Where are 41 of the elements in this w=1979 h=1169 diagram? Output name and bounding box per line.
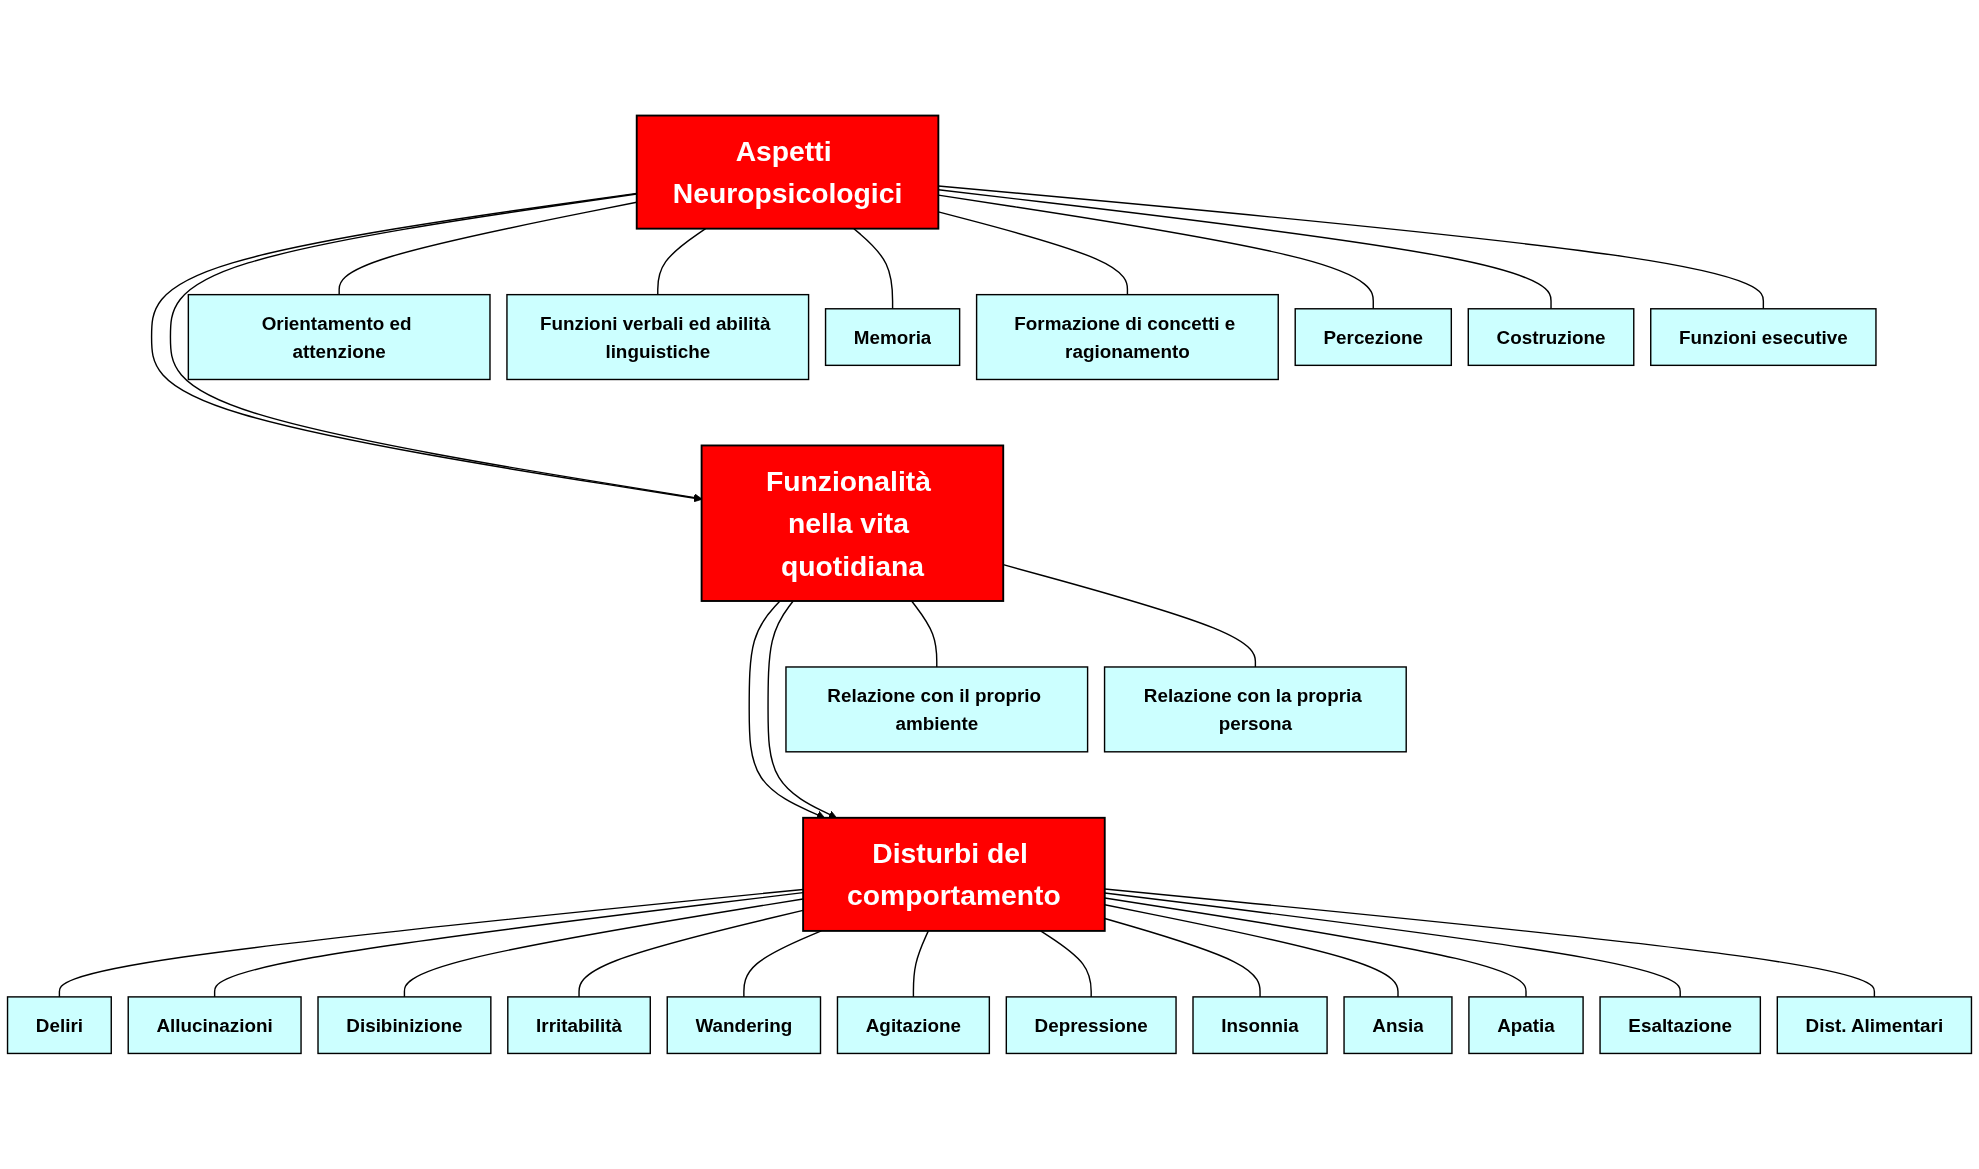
connector: [58, 888, 804, 998]
connector: [1104, 917, 1261, 998]
connector: [912, 930, 930, 998]
node-box: Aspetti Neuropsicologici: [635, 114, 940, 230]
node-box: Allucinazioni: [127, 996, 302, 1055]
node-box: Relazione con la propria persona: [1103, 666, 1407, 753]
connector: [657, 227, 707, 296]
node-box: Dist. Alimentari: [1776, 996, 1973, 1055]
node-box: Orientamento ed attenzione: [187, 293, 491, 381]
connector: [910, 600, 938, 668]
connector: [1104, 892, 1681, 998]
connector: [578, 909, 804, 998]
connector: [1104, 897, 1527, 998]
connector: [743, 930, 822, 998]
connector: [213, 891, 804, 998]
arrow: [767, 600, 837, 819]
node-box: Apatia: [1468, 996, 1584, 1055]
node-box: Esaltazione: [1599, 996, 1762, 1055]
node-box: Costruzione: [1467, 308, 1635, 367]
node-box: Insonnia: [1192, 996, 1328, 1055]
node-box: Irritabilità: [507, 996, 651, 1055]
node-box: Agitazione: [836, 996, 991, 1055]
connector: [403, 898, 804, 998]
node-box: Deliri: [6, 996, 112, 1055]
node-box: Relazione con il proprio ambiente: [785, 666, 1089, 753]
node-box: Depressione: [1005, 996, 1177, 1055]
node-box: Formazione di concetti e ragionamento: [975, 293, 1279, 381]
node-box: Disibinizione: [317, 996, 492, 1055]
connector: [1104, 904, 1399, 998]
node-box: Funzionalità nella vita quotidiana: [700, 444, 1005, 602]
connector: [1104, 888, 1876, 998]
node-box: Memoria: [824, 308, 961, 367]
node-box: Funzioni verbali ed abilità linguistiche: [506, 293, 810, 381]
connector: [853, 227, 894, 310]
node-box: Ansia: [1343, 996, 1453, 1055]
node-box: Wandering: [666, 996, 822, 1055]
node-box: Percezione: [1294, 308, 1452, 367]
node-box: Funzioni esecutive: [1650, 308, 1877, 367]
node-box: Disturbi del comportamento: [802, 816, 1106, 932]
connector: [1039, 930, 1092, 998]
arrow: [748, 600, 825, 819]
